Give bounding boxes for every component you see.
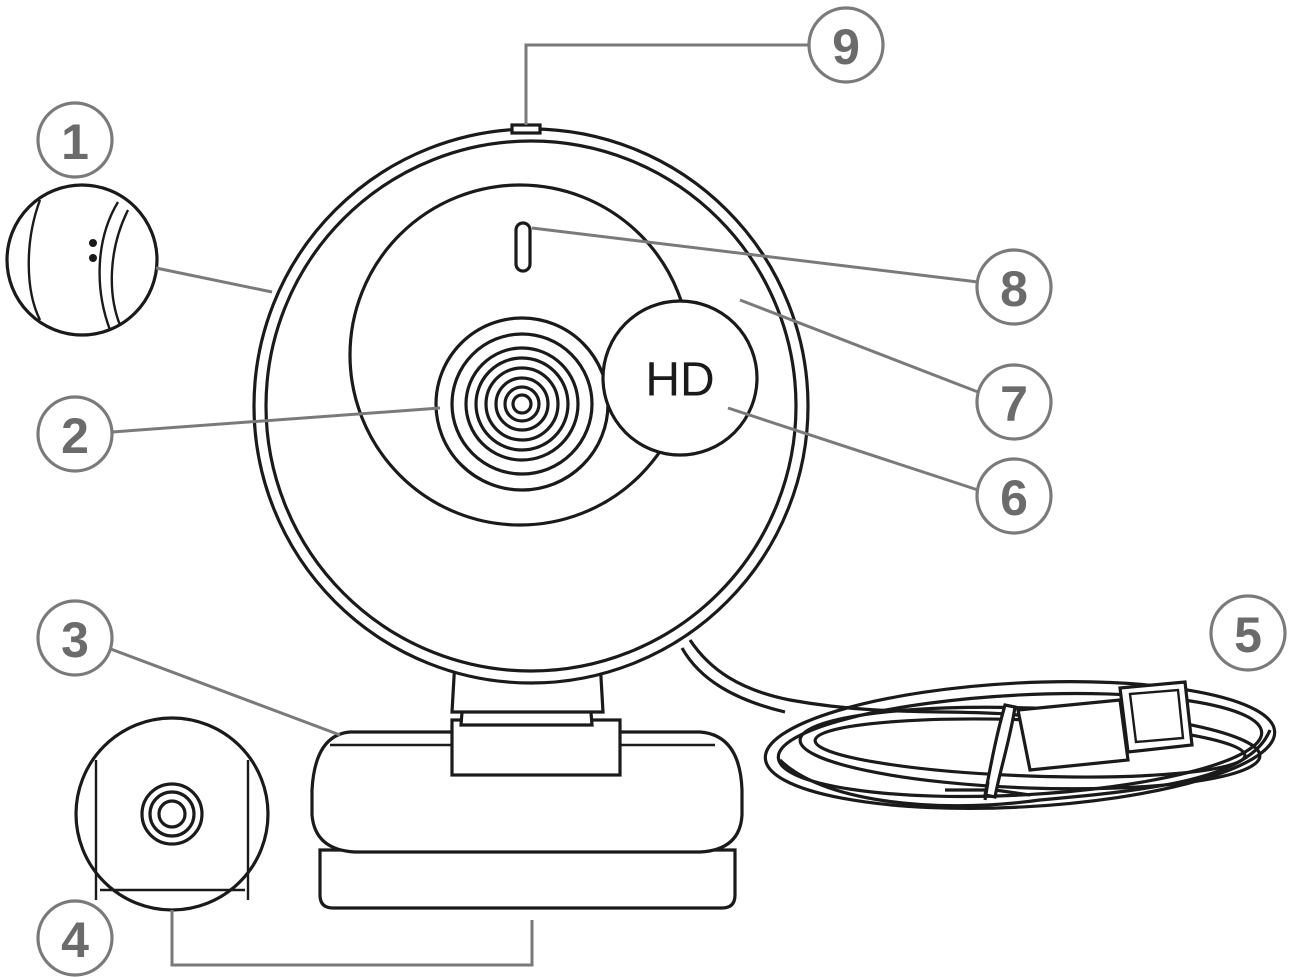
- callout-8: 8: [975, 248, 1053, 326]
- callout-number: 5: [1234, 607, 1262, 663]
- microphone-hole-icon: [89, 239, 97, 247]
- microphone-detail: [5, 183, 159, 337]
- callout-3: 3: [36, 599, 114, 677]
- callout-number: 9: [832, 19, 860, 75]
- callout-number: 8: [1000, 261, 1028, 317]
- leader-line-7: [739, 298, 979, 394]
- callout-number: 3: [61, 612, 89, 668]
- callout-2: 2: [36, 395, 114, 473]
- callout-1: 1: [36, 101, 114, 179]
- leader-line-9: [524, 43, 810, 125]
- leader-line-3: [107, 646, 341, 737]
- callout-6: 6: [975, 457, 1053, 535]
- callout-number: 4: [61, 912, 89, 968]
- callout-9: 9: [807, 6, 885, 84]
- webcam-clip-base: [310, 658, 744, 910]
- indicator-light: [514, 221, 532, 273]
- leader-line-8: [531, 226, 979, 284]
- leader-line-1: [155, 266, 273, 294]
- callout-number: 2: [61, 408, 89, 464]
- callout-4: 4: [36, 899, 114, 977]
- callout-5: 5: [1209, 594, 1287, 672]
- leader-line-2: [111, 406, 441, 434]
- callouts: 1 2 3 4 5 6 7 8: [36, 6, 1287, 977]
- webcam-body: HD: [252, 123, 810, 685]
- leader-line-6: [727, 406, 979, 492]
- microphone-hole-icon: [89, 254, 97, 262]
- callout-number: 7: [1000, 376, 1028, 432]
- callout-number: 6: [1000, 470, 1028, 526]
- lens: [434, 316, 610, 492]
- leader-line-4: [170, 910, 534, 967]
- usb-cable: [680, 639, 1277, 810]
- leader-lines: [107, 43, 979, 967]
- tripod-mount-detail: [74, 716, 270, 912]
- hd-badge: HD: [601, 299, 759, 457]
- hd-badge-text: HD: [645, 354, 714, 407]
- callout-7: 7: [975, 363, 1053, 441]
- callout-number: 1: [61, 114, 89, 170]
